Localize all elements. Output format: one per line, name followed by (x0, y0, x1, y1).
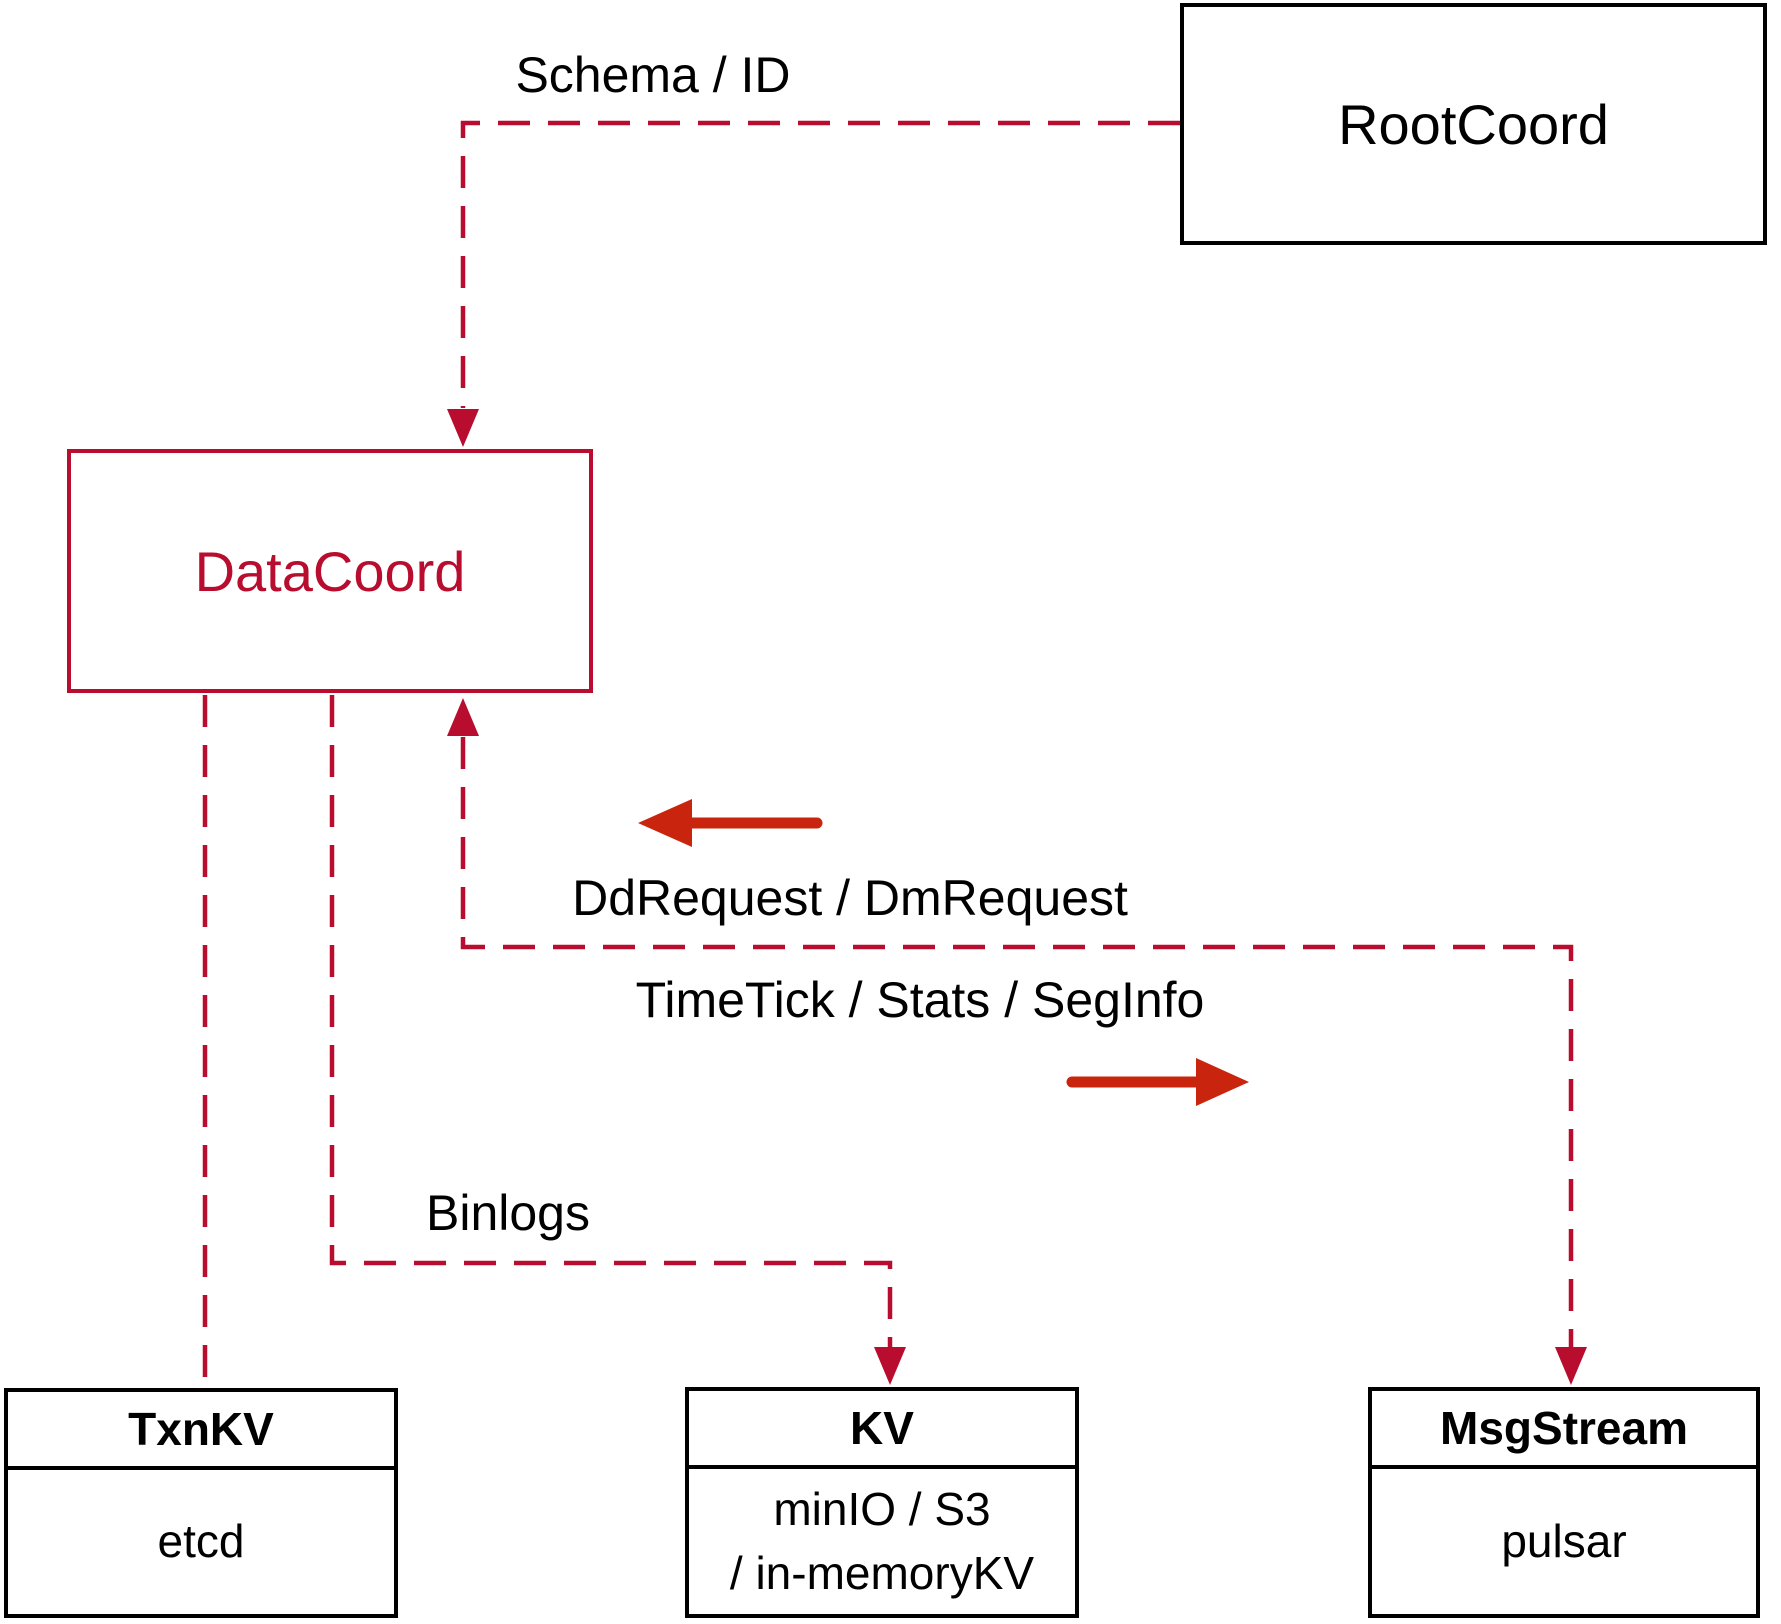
node-rootcoord: RootCoord (1180, 3, 1767, 245)
node-kv-body-line2: / in-memoryKV (729, 1546, 1035, 1599)
node-msgstream: MsgStream pulsar (1368, 1387, 1760, 1618)
arrowhead-into-datacoord-top (447, 409, 479, 447)
node-kv-title: KV (689, 1391, 1075, 1469)
edge-label-ddrequest-dmrequest: DdRequest / DmRequest (572, 870, 1128, 926)
node-kv-body-line1: minIO / S3 (773, 1483, 991, 1536)
left-direction-arrow (638, 799, 823, 847)
edge-label-binlogs: Binlogs (426, 1185, 590, 1241)
node-txnkv-title: TxnKV (8, 1392, 394, 1470)
node-txnkv: TxnKV etcd (4, 1388, 398, 1618)
node-kv: KV minIO / S3 / in-memoryKV (685, 1387, 1079, 1618)
node-msgstream-body: pulsar (1501, 1514, 1627, 1567)
edge-label-schema-id: Schema / ID (515, 47, 791, 103)
arrowhead-into-msgstream-top (1555, 1347, 1587, 1385)
arrowhead-into-datacoord-bottom (447, 698, 479, 736)
node-datacoord: DataCoord (67, 449, 593, 693)
right-direction-arrow (1066, 1058, 1249, 1106)
node-datacoord-label: DataCoord (194, 539, 466, 603)
node-txnkv-body: etcd (157, 1515, 245, 1568)
node-rootcoord-label: RootCoord (1338, 92, 1609, 156)
node-msgstream-title: MsgStream (1372, 1391, 1756, 1469)
arrowhead-into-kv-top (874, 1347, 906, 1385)
edge-label-timetick-stats-seginfo: TimeTick / Stats / SegInfo (635, 972, 1205, 1028)
binlogs-connector (329, 695, 906, 1385)
schema-id-connector (447, 120, 1180, 447)
datacoord-msgstream-connector (447, 698, 1587, 1385)
